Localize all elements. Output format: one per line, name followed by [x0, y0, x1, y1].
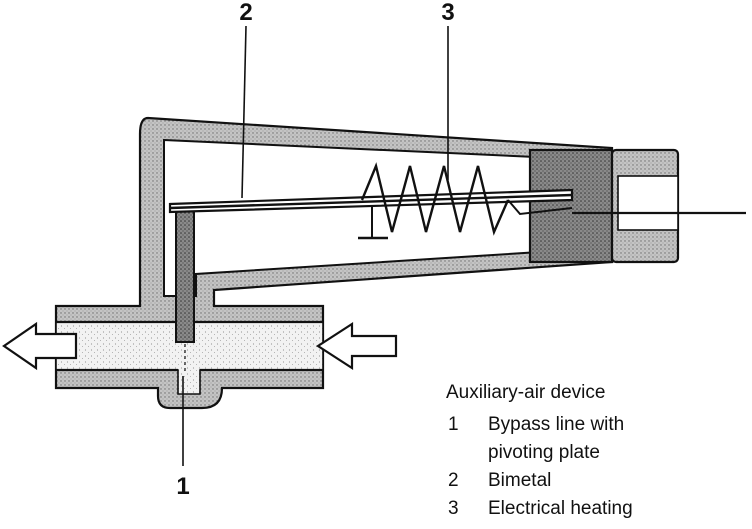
legend: Auxiliary-air device 1 Bypass line with … — [446, 382, 633, 519]
callout-bypass: 1 — [176, 473, 189, 500]
connector-bore — [617, 175, 679, 231]
bimetal-layer-line — [169, 193, 573, 210]
callout-heating: 3 — [441, 0, 454, 26]
legend-item-1-line-2: pivoting plate — [488, 442, 600, 463]
coil-lead — [507, 199, 573, 216]
legend-item-1-number: 1 — [448, 414, 459, 435]
leader-line-bimetal — [241, 25, 247, 199]
flow-arrow-in — [315, 321, 398, 371]
legend-item-1-line-1: Bypass line with — [488, 414, 624, 435]
flow-arrow-out — [2, 321, 78, 371]
legend-item-2-line-1: Bimetal — [488, 470, 551, 491]
legend-item-3-number: 3 — [448, 498, 459, 519]
callout-bimetal: 2 — [239, 0, 252, 26]
pivoting-plate — [175, 205, 195, 343]
legend-item-2-number: 2 — [448, 470, 459, 491]
heating-coil — [360, 162, 510, 236]
legend-title: Auxiliary-air device — [446, 382, 605, 403]
legend-item-3-line-1: Electrical heating — [488, 498, 633, 519]
terminal-block — [528, 148, 614, 264]
